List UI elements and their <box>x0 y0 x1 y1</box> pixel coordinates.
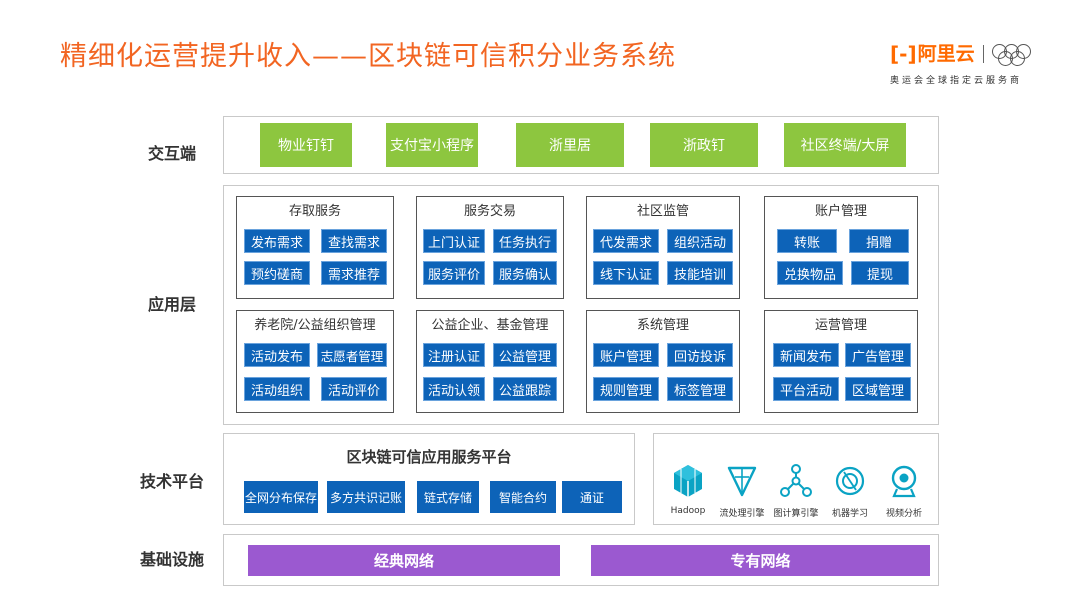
function-box: 上门认证 <box>423 229 485 253</box>
group-title: 社区监管 <box>636 204 689 219</box>
service-group: 运营管理 新闻发布 广告管理 平台活动 区域管理 <box>764 310 918 413</box>
function-box: 活动评价 <box>321 377 387 401</box>
service-group: 服务交易 上门认证 任务执行 服务评价 服务确认 <box>416 196 564 299</box>
logo-divider <box>982 45 984 63</box>
blockchain-platform-panel: 区块链可信应用服务平台 全网分布保存 多方共识记账 链式存储 智能合约 通证 <box>223 433 635 525</box>
engine-item: 机器学习 <box>820 434 880 519</box>
compute-engines-panel: Hadoop 流处理引擎 图计算引擎 机器学习 <box>653 433 939 525</box>
application-panel: 存取服务 发布需求 查找需求 预约磋商 需求推荐 服务交易 上门认证 任务执行 … <box>223 185 939 425</box>
function-box: 预约磋商 <box>244 261 310 285</box>
layer-label-infra: 基础设施 <box>139 550 204 569</box>
service-group: 存取服务 发布需求 查找需求 预约磋商 需求推荐 <box>236 196 394 299</box>
service-group: 养老院/公益组织管理 活动发布 志愿者管理 活动组织 活动评价 <box>236 310 394 413</box>
function-box: 活动认领 <box>423 377 485 401</box>
channel-box: 支付宝小程序 <box>386 123 478 167</box>
platform-title: 区块链可信应用服务平台 <box>346 448 512 466</box>
function-box: 标签管理 <box>667 377 733 401</box>
function-box: 活动发布 <box>244 343 310 367</box>
function-box: 需求推荐 <box>321 261 387 285</box>
group-title: 养老院/公益组织管理 <box>254 318 376 333</box>
service-group: 系统管理 账户管理 回访投诉 规则管理 标签管理 <box>586 310 740 413</box>
machine-learning-icon <box>835 466 865 496</box>
graph-compute-icon <box>780 464 812 497</box>
channel-box: 浙政钉 <box>650 123 758 167</box>
group-title: 系统管理 <box>636 318 689 333</box>
function-box: 转账 <box>777 229 837 253</box>
network-box: 专有网络 <box>591 545 930 576</box>
engine-item: 视频分析 <box>874 434 934 519</box>
function-box: 代发需求 <box>593 229 659 253</box>
channel-box: 浙里居 <box>516 123 624 167</box>
engine-item: 流处理引擎 <box>712 434 772 519</box>
function-box: 捐赠 <box>849 229 909 253</box>
layer-label-application: 应用层 <box>147 295 196 314</box>
layer-label-interaction: 交互端 <box>147 144 196 163</box>
function-box: 志愿者管理 <box>317 343 387 367</box>
aliyun-mark-icon: [-] <box>890 42 917 66</box>
group-title: 存取服务 <box>288 204 341 219</box>
video-analysis-icon <box>891 465 917 498</box>
function-box: 技能培训 <box>667 261 733 285</box>
group-title: 服务交易 <box>463 204 516 219</box>
engine-item: Hadoop <box>658 434 718 516</box>
group-title: 账户管理 <box>814 204 867 219</box>
page-title: 精细化运营提升收入——区块链可信积分业务系统 <box>60 41 676 72</box>
capability-box: 多方共识记账 <box>327 481 405 513</box>
function-box: 新闻发布 <box>773 343 839 367</box>
logo-text: 阿里云 <box>917 43 975 65</box>
infrastructure-panel: 经典网络 专有网络 <box>223 534 939 586</box>
stream-engine-icon <box>727 466 757 497</box>
service-group: 账户管理 转账 捐赠 兑换物品 提现 <box>764 196 918 299</box>
function-box: 回访投诉 <box>667 343 733 367</box>
function-box: 服务评价 <box>423 261 485 285</box>
function-box: 兑换物品 <box>777 261 843 285</box>
function-box: 账户管理 <box>593 343 659 367</box>
function-box: 发布需求 <box>244 229 310 253</box>
engine-label: 流处理引擎 <box>719 509 765 519</box>
interaction-panel: 物业钉钉 支付宝小程序 浙里居 浙政钉 社区终端/大屏 <box>223 116 939 174</box>
group-title: 运营管理 <box>814 318 867 333</box>
network-box: 经典网络 <box>248 545 560 576</box>
function-box: 任务执行 <box>493 229 557 253</box>
function-box: 公益跟踪 <box>493 377 557 401</box>
function-box: 平台活动 <box>773 377 839 401</box>
capability-box: 通证 <box>562 481 622 513</box>
function-box: 提现 <box>851 261 909 285</box>
hadoop-icon <box>674 465 702 497</box>
function-box: 区域管理 <box>845 377 911 401</box>
service-group: 公益企业、基金管理 注册认证 公益管理 活动认领 公益跟踪 <box>416 310 564 413</box>
olympic-rings-icon <box>991 42 1042 66</box>
function-box: 查找需求 <box>321 229 387 253</box>
channel-box: 社区终端/大屏 <box>784 123 906 167</box>
engine-label: 图计算引擎 <box>773 509 819 519</box>
capability-box: 智能合约 <box>490 481 556 513</box>
function-box: 广告管理 <box>845 343 911 367</box>
group-title: 公益企业、基金管理 <box>431 318 549 333</box>
channel-box: 物业钉钉 <box>260 123 352 167</box>
function-box: 注册认证 <box>423 343 485 367</box>
capability-box: 链式存储 <box>417 481 479 513</box>
function-box: 活动组织 <box>244 377 310 401</box>
function-box: 公益管理 <box>493 343 557 367</box>
aliyun-logo: [-] 阿里云 奥运会全球指定云服务商 <box>890 42 1050 90</box>
function-box: 服务确认 <box>493 261 557 285</box>
service-group: 社区监管 代发需求 组织活动 线下认证 技能培训 <box>586 196 740 299</box>
function-box: 组织活动 <box>667 229 733 253</box>
capability-box: 全网分布保存 <box>244 481 318 513</box>
engine-item: 图计算引擎 <box>766 434 826 519</box>
function-box: 规则管理 <box>593 377 659 401</box>
function-box: 线下认证 <box>593 261 659 285</box>
engine-label: 机器学习 <box>831 509 868 519</box>
logo-subtitle: 奥运会全球指定云服务商 <box>890 76 1023 86</box>
layer-label-tech: 技术平台 <box>139 472 204 491</box>
engine-label: Hadoop <box>670 506 706 516</box>
engine-label: 视频分析 <box>885 509 922 519</box>
